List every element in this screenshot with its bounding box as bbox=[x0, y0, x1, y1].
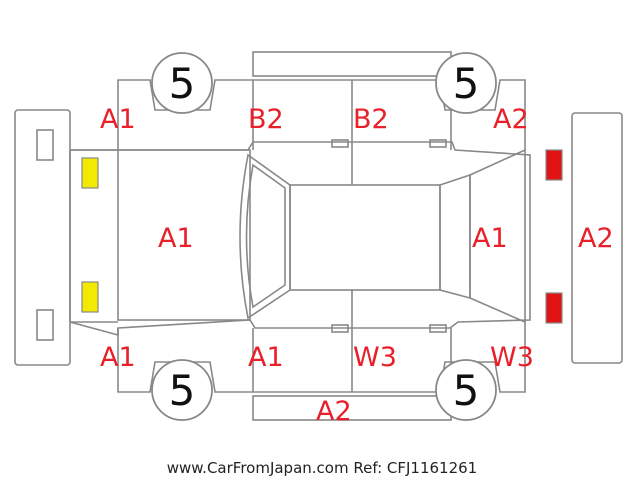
right-rear-handle bbox=[429, 324, 447, 333]
tire-front-left bbox=[151, 52, 213, 114]
left-front-handle bbox=[331, 139, 349, 148]
code-hood: A1 bbox=[158, 223, 194, 254]
tire-rear-right bbox=[435, 359, 497, 421]
code-rear-left-fender: A2 bbox=[493, 104, 529, 135]
left-side-outline bbox=[117, 79, 526, 150]
front-bumper-notch-bottom bbox=[36, 309, 54, 341]
front-right-headlamp bbox=[81, 281, 99, 313]
tire-front-right-label: 5 bbox=[169, 366, 196, 415]
tire-rear-left-label: 5 bbox=[453, 59, 480, 108]
rear-right-lamp bbox=[545, 292, 563, 324]
right-side-sill bbox=[252, 395, 452, 421]
windshield-inner bbox=[245, 163, 286, 309]
code-rear-bumper: A2 bbox=[578, 223, 614, 254]
footer-reference: www.CarFromJapan.com Ref: CFJ1161261 bbox=[167, 459, 477, 477]
tire-rear-left bbox=[435, 52, 497, 114]
code-front-right-door: W3 bbox=[353, 342, 397, 373]
front-left-headlamp bbox=[81, 157, 99, 189]
right-front-handle bbox=[331, 324, 349, 333]
code-rear-right-door: W3 bbox=[490, 342, 534, 373]
code-front-left-fender: A1 bbox=[100, 104, 136, 135]
roof-panel bbox=[289, 184, 441, 291]
windshield bbox=[239, 153, 291, 320]
code-right-side-sill: A2 bbox=[316, 396, 352, 427]
rear-bumper bbox=[571, 112, 623, 364]
code-front-left-door: B2 bbox=[248, 104, 284, 135]
code-front-right-corner: A1 bbox=[100, 342, 136, 373]
tire-rear-right-label: 5 bbox=[453, 366, 480, 415]
rear-left-lamp bbox=[545, 149, 563, 181]
front-bumper bbox=[14, 109, 71, 366]
left-side-sill bbox=[252, 51, 452, 77]
right-side-outline bbox=[117, 322, 526, 393]
front-bumper-notch-top bbox=[36, 129, 54, 161]
hood-panel bbox=[117, 149, 251, 321]
tire-front-right bbox=[151, 359, 213, 421]
left-rear-handle bbox=[429, 139, 447, 148]
code-rear-gate: A1 bbox=[472, 223, 508, 254]
tire-front-left-label: 5 bbox=[169, 59, 196, 108]
car-body-outline bbox=[69, 141, 531, 337]
rear-window bbox=[439, 173, 471, 300]
code-front-right-fender: A1 bbox=[248, 342, 284, 373]
code-rear-left-door: B2 bbox=[353, 104, 389, 135]
